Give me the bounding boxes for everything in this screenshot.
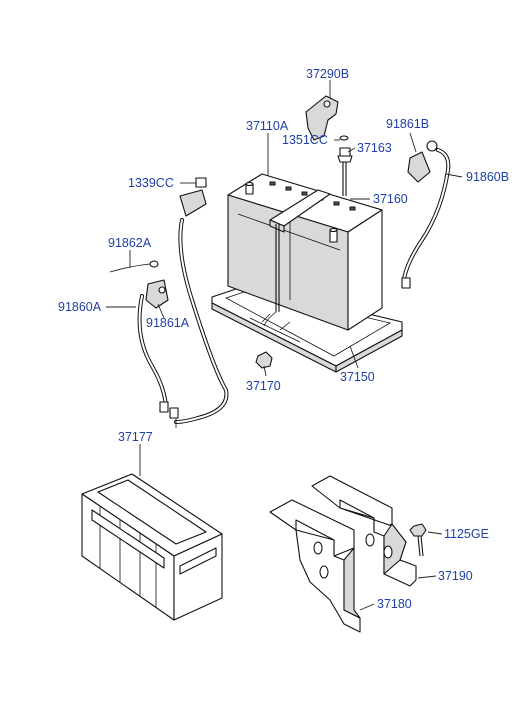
label-37163: 37163 [357, 141, 392, 155]
label-91862A: 91862A [108, 236, 152, 250]
battery-bracket-rear [311, 475, 417, 587]
label-37180: 37180 [377, 597, 412, 611]
leader-lines [106, 80, 463, 611]
label-37160: 37160 [373, 192, 408, 206]
label-37150: 37150 [340, 370, 375, 384]
label-1351CC: 1351CC [282, 133, 328, 147]
negative-cable [169, 177, 229, 428]
label-1339CC: 1339CC [128, 176, 174, 190]
label-37290B: 37290B [306, 67, 349, 81]
label-37190: 37190 [438, 569, 473, 583]
label-91860A: 91860A [58, 300, 102, 314]
battery-tray [211, 284, 403, 373]
nut [255, 351, 273, 369]
label-37170: 37170 [246, 379, 281, 393]
battery-insulator [81, 473, 223, 621]
label-91860B: 91860B [466, 170, 509, 184]
label-37110A: 37110A [246, 119, 289, 133]
hold-down-bracket [263, 147, 353, 327]
label-91861A: 91861A [146, 316, 190, 330]
positive-cable [401, 140, 451, 289]
label-37177: 37177 [118, 430, 153, 444]
label-91861B: 91861B [386, 117, 429, 131]
battery-bracket-front [269, 499, 361, 633]
part-labels: 37290B 37110A 1351CC 37163 91861B 91860B… [58, 67, 509, 611]
label-1125GE: 1125GE [444, 527, 489, 541]
bolt [409, 523, 427, 557]
ground-cable [109, 260, 169, 413]
